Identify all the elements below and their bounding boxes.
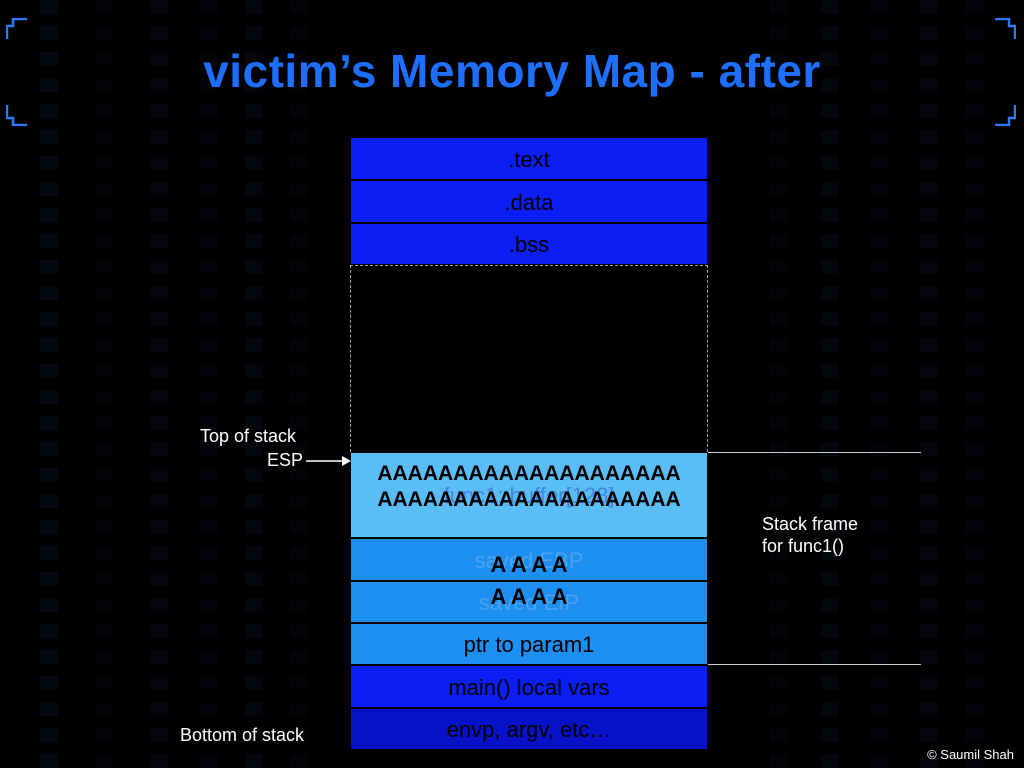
segment-text-label: .text <box>508 147 550 172</box>
bottom-of-stack-label: Bottom of stack <box>180 725 305 745</box>
corner-bottom-right-icon <box>994 104 1016 126</box>
saved-ebp-overwrite: A A A A <box>490 552 568 577</box>
saved-ebp-label: saved EBP <box>474 548 584 573</box>
corner-bottom-left-icon <box>6 104 28 126</box>
unallocated-region <box>350 265 708 452</box>
slide-title: victim’s Memory Map - after <box>203 45 821 97</box>
stack-frame-line-2: for func1() <box>762 536 845 556</box>
corner-top-left-icon <box>6 18 28 40</box>
saved-ebp-segment: saved EBP <box>350 538 708 581</box>
top-of-stack-label: Top of stack <box>200 426 297 446</box>
buffer-overflow-text: AAAAAAAAAAAAAAAAAAAA AAAAAAAAAAAAAAAAAAA… <box>350 461 708 513</box>
esp-arrow-icon <box>306 456 351 466</box>
stack-frame-label: Stack frame for func1() <box>762 513 858 557</box>
param-segment: ptr to param1 <box>350 623 708 665</box>
segment-data-label: .data <box>504 190 554 215</box>
buffer-segment: func1::buffer[128] <box>350 452 708 538</box>
stack-frame-line-1: Stack frame <box>762 514 859 534</box>
main-locals-segment: main() local vars <box>350 665 708 708</box>
saved-eip-segment: saved EIP <box>350 581 708 623</box>
env-segment: envp, argv, etc… <box>350 708 708 750</box>
overflow-line-1: AAAAAAAAAAAAAAAAAAAA <box>377 462 681 485</box>
env-label: envp, argv, etc… <box>446 717 612 742</box>
param-label: ptr to param1 <box>463 632 595 657</box>
segment-text: .text <box>350 137 708 180</box>
corner-top-right-icon <box>994 18 1016 40</box>
stack-frame-bottom-line <box>708 664 921 665</box>
esp-label: ESP <box>267 450 304 470</box>
copyright: © Saumil Shah <box>927 747 1014 762</box>
saved-eip-overwrite: A A A A <box>490 584 568 609</box>
segment-bss-label: .bss <box>508 232 550 257</box>
segment-data: .data <box>350 180 708 223</box>
saved-eip-label: saved EIP <box>478 590 580 615</box>
buffer-label: func1::buffer[128] <box>443 483 615 508</box>
main-locals-label: main() local vars <box>448 675 610 700</box>
stack-frame-top-line <box>708 452 921 453</box>
segment-bss: .bss <box>350 223 708 265</box>
overflow-line-2: AAAAAAAAAAAAAAAAAAAA <box>377 488 681 511</box>
